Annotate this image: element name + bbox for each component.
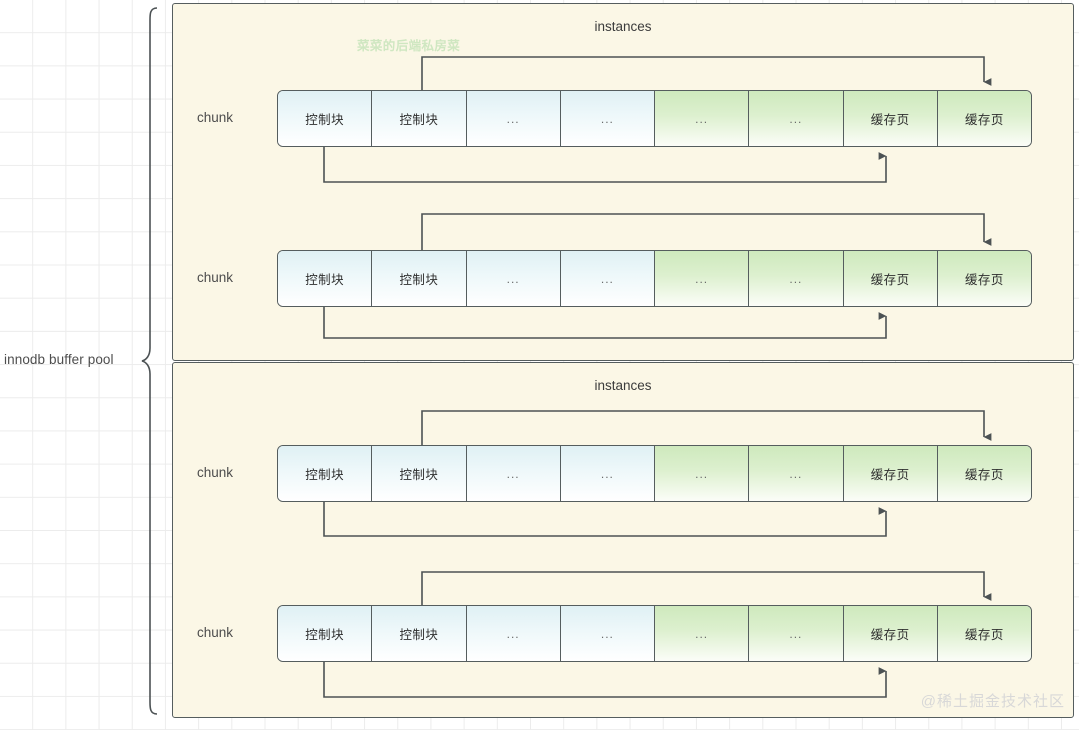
cell-control-block[interactable]: 控制块 [278, 606, 373, 661]
cell-cache-page[interactable]: 缓存页 [843, 606, 938, 661]
cell-ellipsis[interactable]: ... [655, 91, 750, 146]
instances-title: instances [594, 378, 652, 393]
cell-ellipsis[interactable]: ... [749, 606, 844, 661]
cell-control-block[interactable]: 控制块 [278, 446, 373, 501]
cell-ellipsis[interactable]: ... [655, 251, 750, 306]
chunk-label-3: chunk [196, 465, 234, 480]
cell-cache-page[interactable]: 缓存页 [843, 91, 938, 146]
cell-ellipsis[interactable]: ... [560, 446, 655, 501]
cell-cache-page[interactable]: 缓存页 [937, 251, 1031, 306]
cell-ellipsis[interactable]: ... [749, 91, 844, 146]
cell-cache-page[interactable]: 缓存页 [937, 91, 1031, 146]
cell-ellipsis[interactable]: ... [466, 251, 561, 306]
brandmark-watermark: 菜菜的后端私房菜 [357, 39, 461, 53]
cell-control-block[interactable]: 控制块 [278, 251, 373, 306]
cell-ellipsis[interactable]: ... [466, 446, 561, 501]
cell-ellipsis[interactable]: ... [655, 606, 750, 661]
cell-control-block[interactable]: 控制块 [278, 91, 373, 146]
cell-control-block[interactable]: 控制块 [372, 606, 467, 661]
innodb-buffer-pool-label: innodb buffer pool [4, 352, 114, 367]
cell-cache-page[interactable]: 缓存页 [843, 251, 938, 306]
buffer-pool-brace [141, 7, 158, 715]
cell-ellipsis[interactable]: ... [749, 251, 844, 306]
cell-control-block[interactable]: 控制块 [372, 251, 467, 306]
chunk-row-2[interactable]: 控制块 控制块 ... ... ... ... 缓存页 缓存页 [277, 250, 1032, 307]
chunk-row-4[interactable]: 控制块 控制块 ... ... ... ... 缓存页 缓存页 [277, 605, 1032, 662]
chunk-row-3[interactable]: 控制块 控制块 ... ... ... ... 缓存页 缓存页 [277, 445, 1032, 502]
cell-ellipsis[interactable]: ... [655, 446, 750, 501]
cell-cache-page[interactable]: 缓存页 [843, 446, 938, 501]
cell-ellipsis[interactable]: ... [560, 606, 655, 661]
cell-ellipsis[interactable]: ... [749, 446, 844, 501]
cell-cache-page[interactable]: 缓存页 [937, 446, 1031, 501]
instances-panel-2[interactable]: instances @稀土掘金技术社区 [172, 362, 1074, 718]
cell-ellipsis[interactable]: ... [466, 91, 561, 146]
cell-control-block[interactable]: 控制块 [372, 446, 467, 501]
cell-ellipsis[interactable]: ... [560, 251, 655, 306]
cell-ellipsis[interactable]: ... [560, 91, 655, 146]
cell-ellipsis[interactable]: ... [466, 606, 561, 661]
site-watermark: @稀土掘金技术社区 [920, 693, 1065, 710]
instances-title: instances [594, 19, 652, 34]
instances-panel-1[interactable]: instances 菜菜的后端私房菜 [172, 3, 1074, 361]
chunk-label-4: chunk [196, 625, 234, 640]
cell-cache-page[interactable]: 缓存页 [937, 606, 1031, 661]
chunk-label-1: chunk [196, 110, 234, 125]
chunk-label-2: chunk [196, 270, 234, 285]
chunk-row-1[interactable]: 控制块 控制块 ... ... ... ... 缓存页 缓存页 [277, 90, 1032, 147]
cell-control-block[interactable]: 控制块 [372, 91, 467, 146]
